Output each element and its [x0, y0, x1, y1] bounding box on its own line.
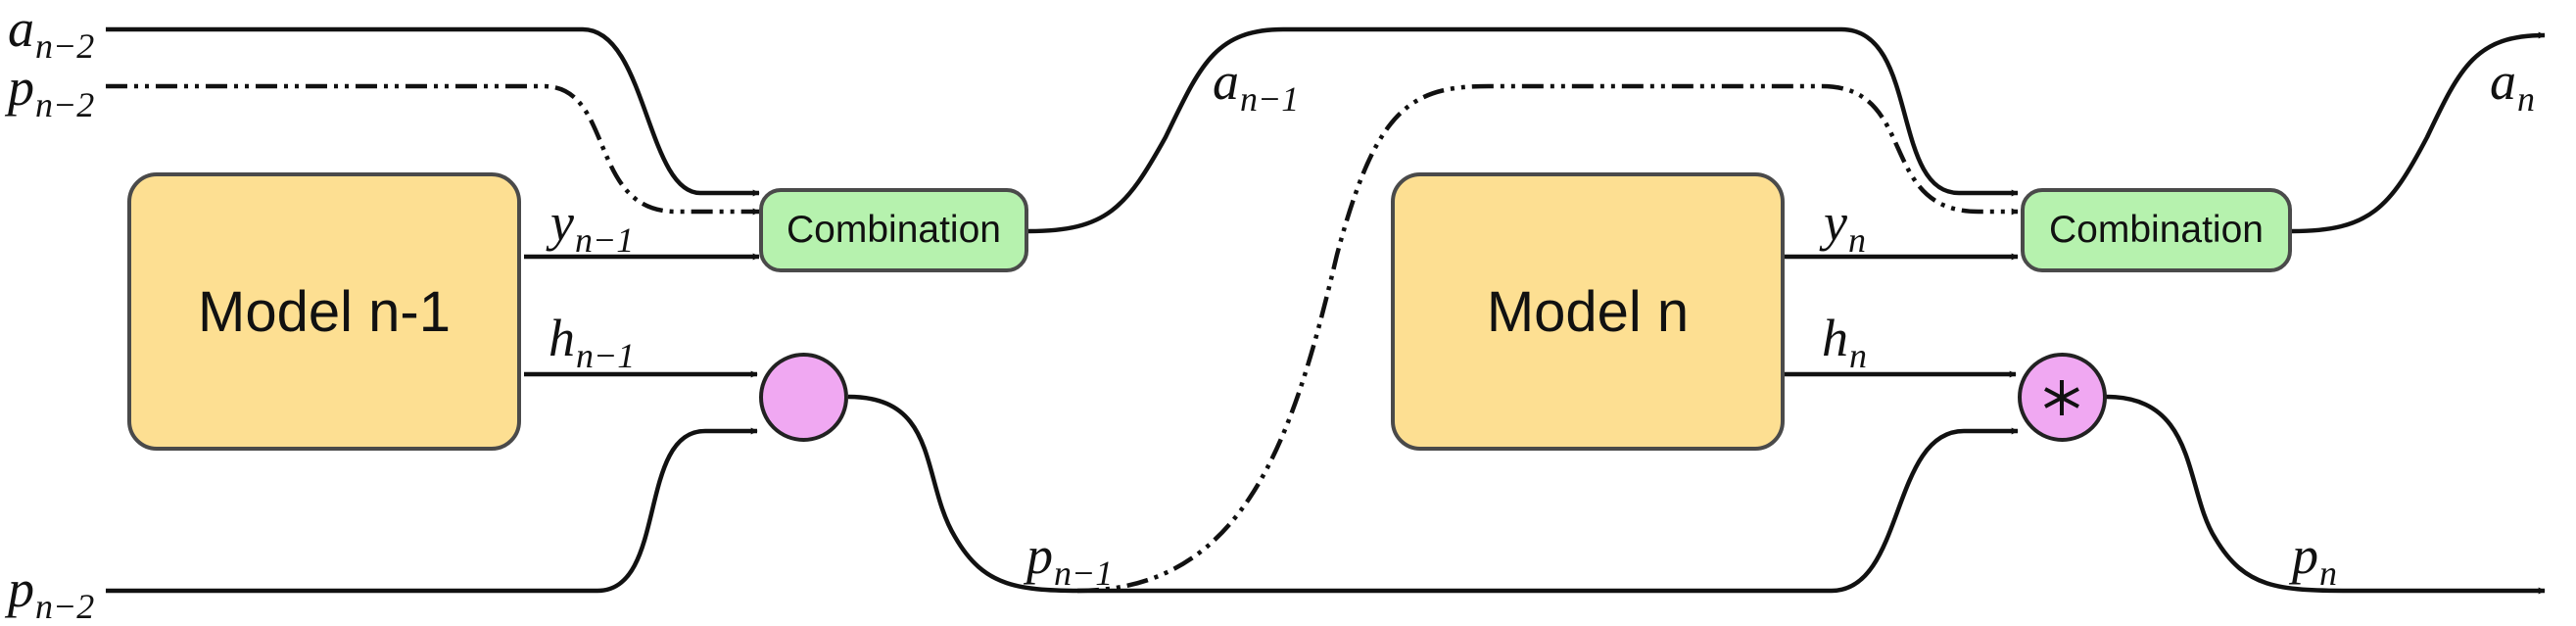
model-box-stage1: Model n-1 — [127, 172, 521, 451]
label-p-top-input: pn−2 — [8, 58, 95, 124]
label-p-bottom-input: pn−2 — [8, 559, 95, 626]
label-y-stage2: yn — [1824, 193, 1866, 260]
model-label: Model n — [1486, 279, 1690, 344]
label-p-final-out: pn — [2292, 526, 2337, 593]
wire-a-input — [106, 26, 760, 197]
model-box-stage2: Model n — [1391, 172, 1785, 451]
combination-box-stage2: Combination — [2021, 188, 2292, 272]
wire-p-final-out — [2105, 394, 2546, 595]
multiply-operator-stage1 — [759, 353, 848, 442]
label-y-stage1: yn−1 — [550, 193, 635, 260]
asterisk-icon — [2044, 380, 2079, 415]
wire-a-stage1-out — [1027, 26, 2019, 234]
label-a-final-out: an — [2490, 52, 2535, 119]
wire-a-final-out — [2291, 31, 2546, 234]
model-label: Model n-1 — [198, 279, 451, 344]
combination-label: Combination — [2049, 209, 2264, 251]
wire-p-bottom-input — [106, 427, 758, 594]
label-h-stage1: hn−1 — [549, 309, 636, 375]
wire-p-stage1-dashdot — [1076, 83, 2019, 594]
label-p-stage1-out: pn−1 — [1026, 526, 1114, 593]
label-a-stage1-out: an−1 — [1213, 52, 1300, 119]
label-a-input: an−2 — [8, 0, 95, 66]
combination-box-stage1: Combination — [759, 188, 1028, 272]
wire-p-top-input — [106, 83, 760, 216]
wire-p-stage1-out — [847, 394, 2019, 594]
combination-label: Combination — [787, 209, 1001, 251]
label-h-stage2: hn — [1822, 309, 1867, 375]
